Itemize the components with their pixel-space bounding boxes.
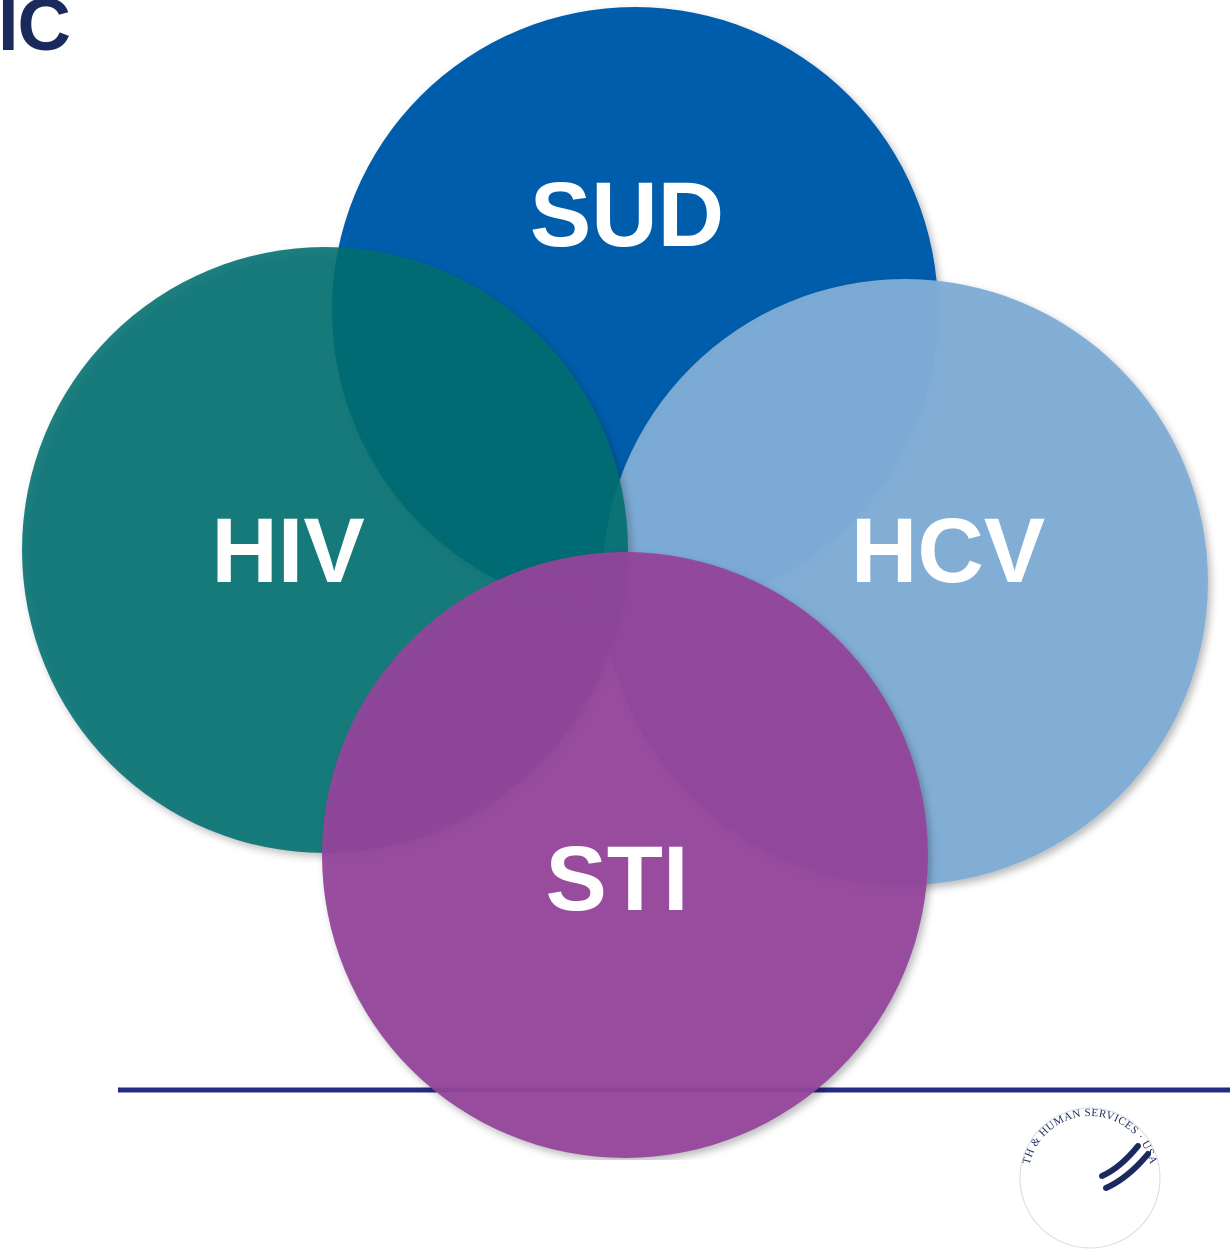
hhs-seal-logo: TH & HUMAN SERVICES · USA xyxy=(1019,1107,1161,1249)
sti-label: STI xyxy=(545,828,688,930)
hiv-label: HIV xyxy=(211,500,364,602)
sud-label: SUD xyxy=(530,164,724,266)
sti-circle xyxy=(322,552,928,1158)
slide-title-fragment: IC xyxy=(0,0,71,66)
hcv-label: HCV xyxy=(851,500,1045,602)
venn-diagram: SUD HCV HIV STI xyxy=(22,7,1230,1158)
